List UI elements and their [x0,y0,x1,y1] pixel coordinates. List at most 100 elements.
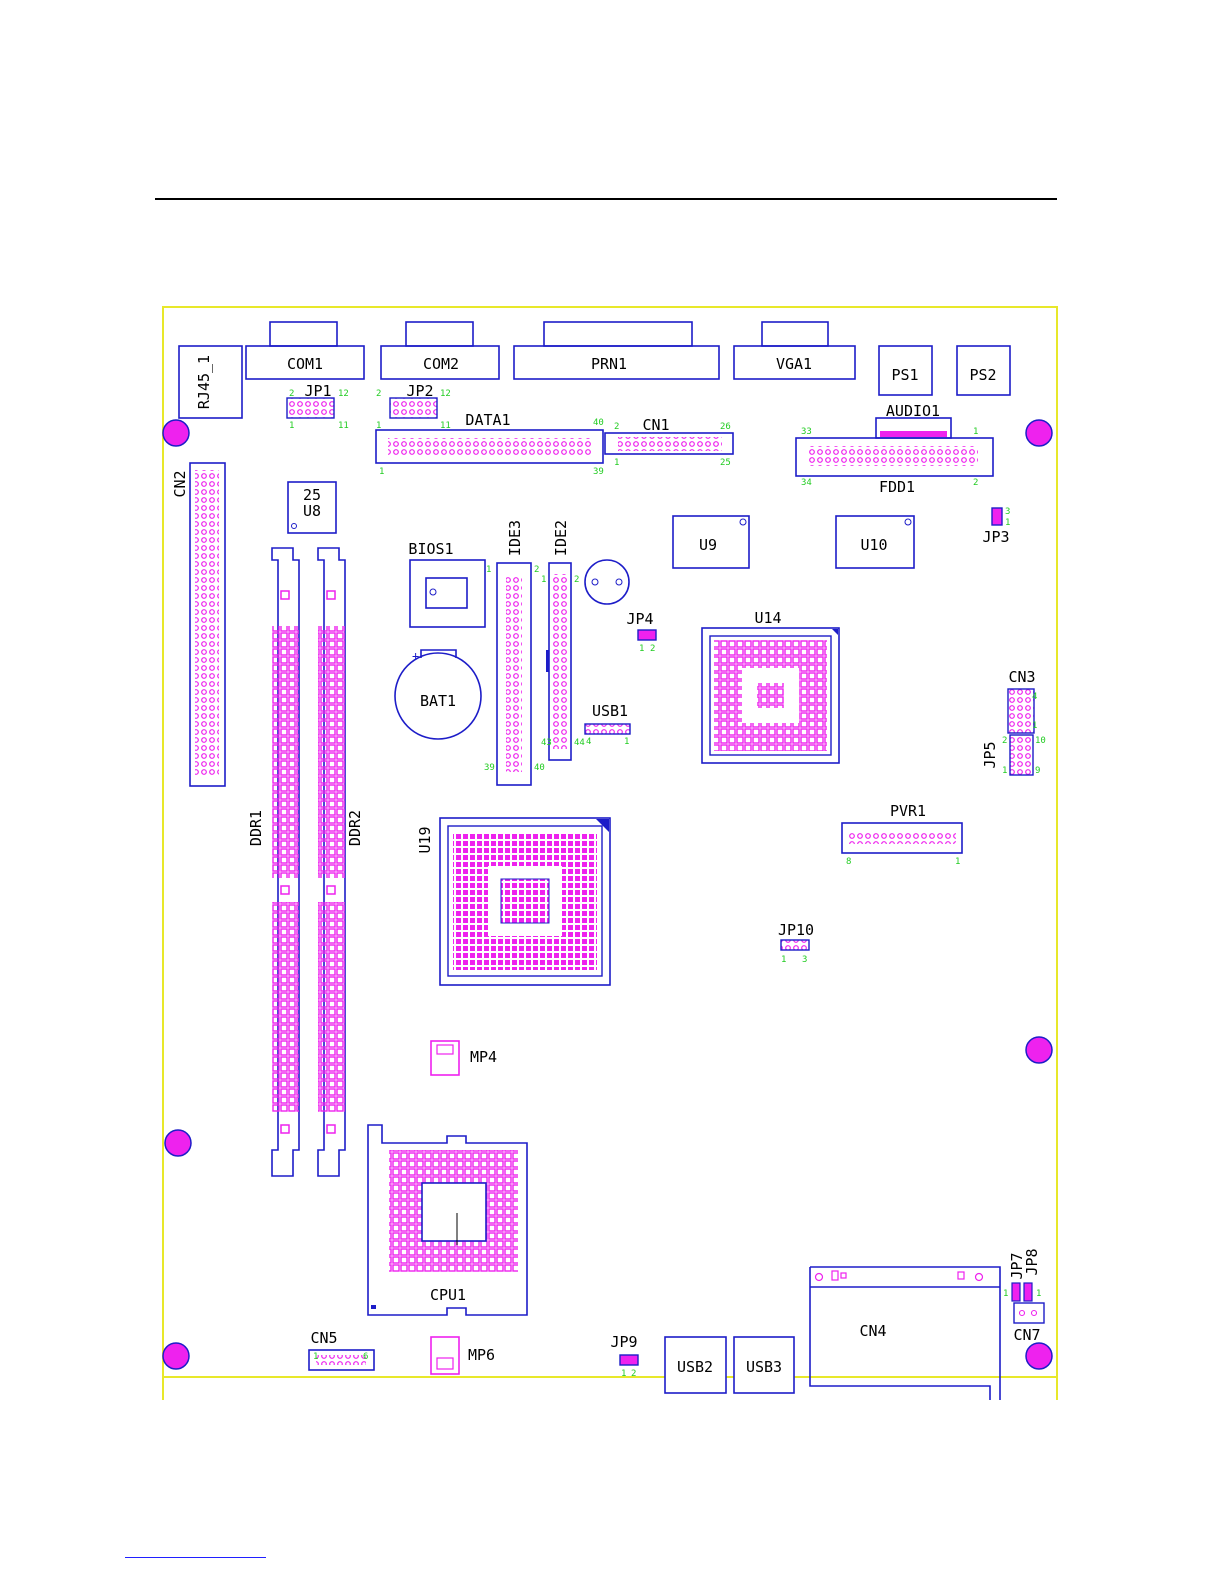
rj45-connector [178,345,243,419]
jp10-jumper [780,939,810,951]
fdd1-pin-tr: 1 [973,427,978,437]
cn7-pin [1018,1309,1026,1317]
u9-chip [672,515,750,569]
cn4-label: CN4 [859,1322,886,1340]
cn1-pins [618,437,722,451]
u14-pin1-marker [832,629,838,635]
jp1-pin-tl: 2 [289,389,294,399]
u14-core-pads [757,683,784,708]
jp9-jumper [619,1354,639,1366]
mounting-holes [162,419,1053,1370]
bat1-battery [394,652,482,740]
bios1-pin1-marker [429,588,437,596]
com1-label: COM1 [287,355,323,373]
jp2-pin-br: 11 [440,421,451,431]
ps2-connector [956,345,1011,396]
jp2-pin-tl: 2 [376,389,381,399]
mp6-mount [430,1336,460,1375]
cn2-connector [189,462,226,787]
cn2-pins [195,470,219,777]
ddr1-label: DDR1 [247,810,265,846]
u14-chip [701,627,840,764]
jp9-pin-a: 1 [621,1369,626,1379]
u19-label: U19 [416,826,434,853]
ide3-pin-c: 39 [484,763,495,773]
u19-chip [439,817,611,986]
usb3-connector [733,1336,795,1394]
pvr1-pins [848,832,956,844]
usb1-pin-b: 1 [624,737,629,747]
bios1-label: BIOS1 [408,540,453,558]
bios1-socket [409,559,486,628]
ide3-pins [506,576,522,772]
mp4-label: MP4 [470,1048,497,1066]
u19-core [500,878,550,924]
cn5-pin-a: 1 [313,1352,318,1362]
fdd1-pin-bl: 34 [801,478,812,488]
cn7-pin [1030,1309,1038,1317]
cn1-pin-tl: 2 [614,422,619,432]
com2-connector [380,321,500,380]
audio1-label: AUDIO1 [886,402,940,420]
cn5-pin-b: 6 [363,1352,368,1362]
u8-label: U8 [303,502,321,520]
pvr1-pin-b: 1 [955,857,960,867]
ddr1-slot [271,547,300,1177]
ide3-connector [496,562,532,786]
pvr1-label: PVR1 [890,802,926,820]
u9-label: U9 [699,536,717,554]
cn1-pin-bl: 1 [614,458,619,468]
u8-chip [287,481,337,534]
u19-pin1-marker [596,819,609,832]
cn1-pin-br: 25 [720,458,731,468]
ide3-pin-d: 40 [534,763,545,773]
jp9-pin-b: 2 [631,1369,636,1379]
jp1-pin-bl: 1 [289,421,294,431]
ide2-pins [553,574,567,749]
ide2-key [546,650,549,672]
data1-pin-bl: 1 [379,467,384,477]
mp6-label: MP6 [468,1346,495,1364]
buzzer-pin [615,578,623,586]
fdd1-pins [808,446,978,466]
cn1-connector [604,432,734,455]
fdd1-label: FDD1 [879,478,915,496]
u8-number: 25 [303,486,321,504]
jp7-label: JP7 [1008,1252,1026,1279]
ps1-connector [878,345,933,396]
data1-pin-tr: 40 [593,418,604,428]
cpu1-socket [367,1124,528,1316]
mp4-tab [436,1044,454,1055]
u14-package [709,635,832,756]
jp2-header [389,397,438,419]
jp1-label: JP1 [304,382,331,400]
jp8-pin: 1 [1036,1289,1041,1299]
prn1-connector [513,321,720,380]
jp5-label: JP5 [981,741,999,768]
cn3-pin-a: 4 [1032,692,1037,702]
com2-label: COM2 [423,355,459,373]
rj45-label: RJ45_1 [195,355,213,409]
usb2-connector [664,1336,727,1394]
jp3-jumper [991,507,1003,526]
u9-pin1-marker [739,518,747,526]
ddr2-label: DDR2 [346,810,364,846]
usb1-pin-a: 4 [586,737,591,747]
cn5-connector [308,1349,375,1371]
fdd1-pin-tl: 33 [801,427,812,437]
jp4-pin-b: 2 [650,644,655,654]
jp7-pin: 1 [1003,1289,1008,1299]
footer-rule [125,1557,266,1558]
usb1-label: USB1 [592,702,628,720]
jp8-jumper [1023,1282,1033,1302]
ide3-pin-b: 2 [534,565,539,575]
cn4-connector [809,1266,1001,1400]
header-rule [155,198,1057,200]
bat1-label: BAT1 [420,692,456,710]
jp10-label: JP10 [778,921,814,939]
jp3-label: JP3 [982,528,1009,546]
pvr1-connector [841,822,963,854]
cn7-connector [1013,1302,1045,1324]
usb1-header [584,723,631,735]
